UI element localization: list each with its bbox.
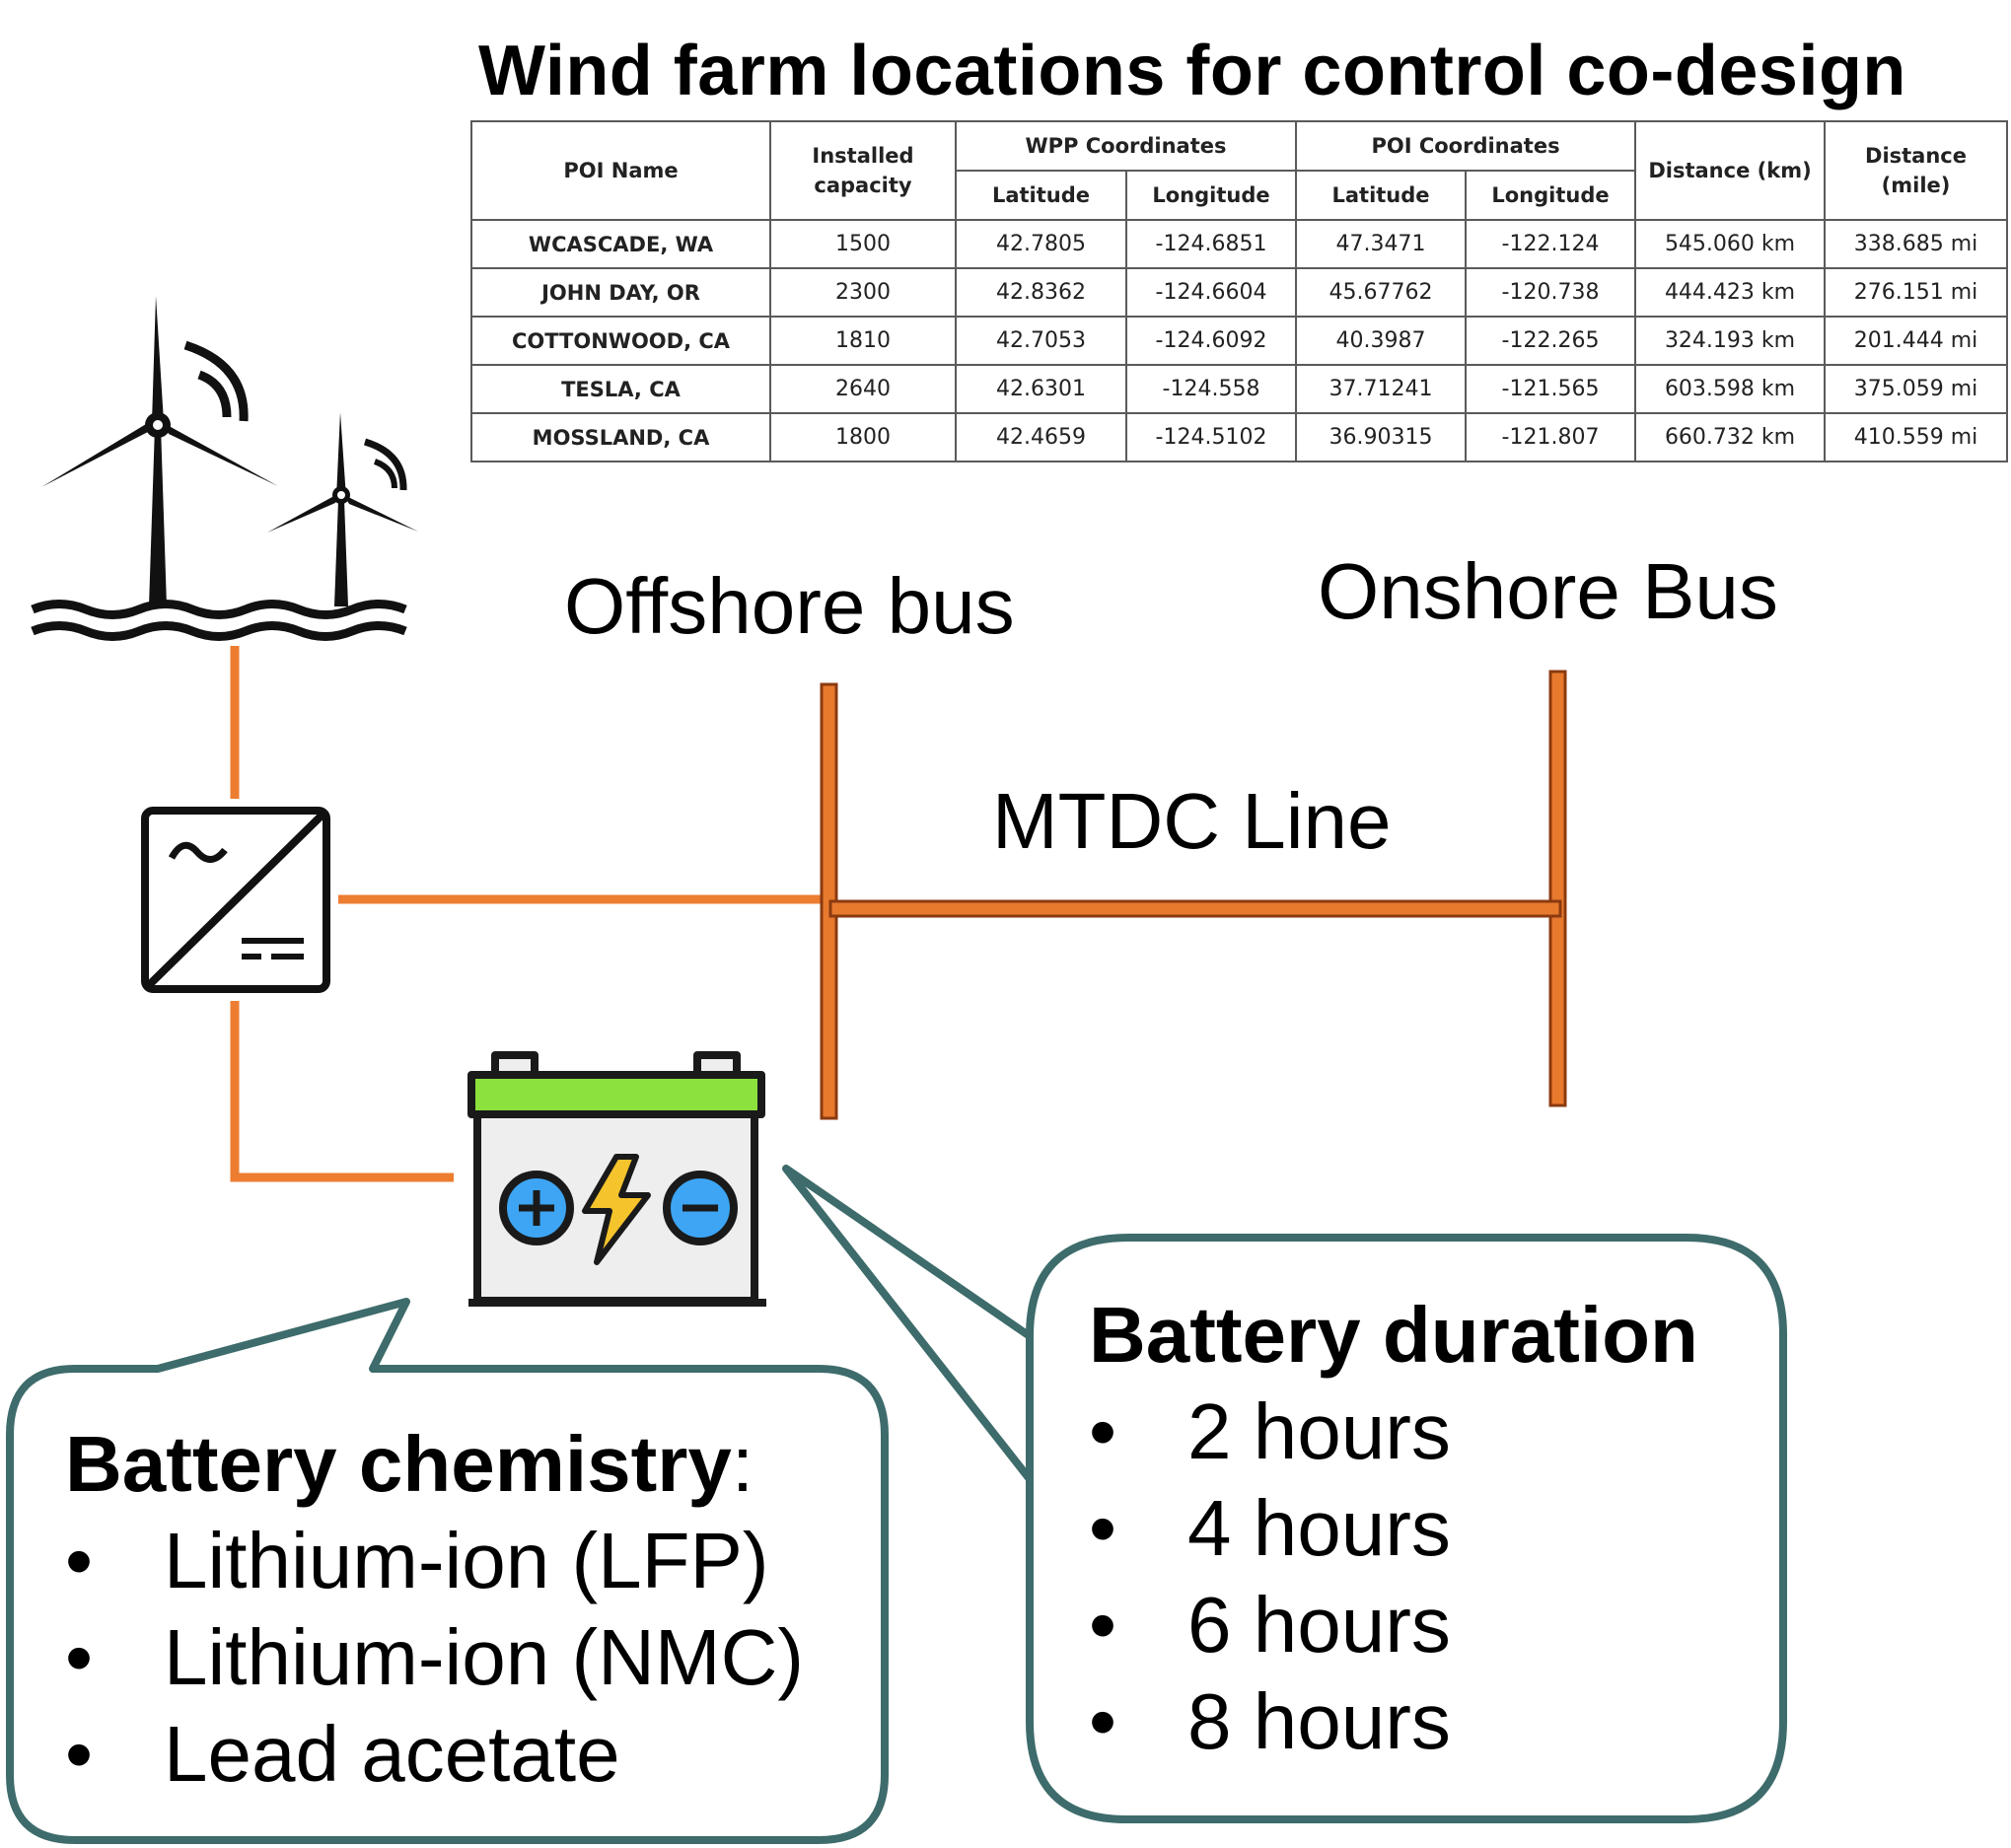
header-poi-name: POI Name bbox=[470, 120, 771, 221]
table-row: TESLA, CA 2640 42.6301 -124.558 37.71241… bbox=[470, 364, 2009, 414]
cell-distance-mile: 338.685 mi bbox=[1824, 219, 2009, 269]
header-distance-km: Distance (km) bbox=[1634, 120, 1827, 221]
mtdc-line-label: MTDC Line bbox=[992, 777, 1392, 865]
list-item: 8 hours bbox=[1089, 1673, 1698, 1770]
cell-capacity: 2300 bbox=[769, 267, 957, 318]
cell-poi-name: WCASCADE, WA bbox=[470, 219, 771, 269]
cell-poi-latitude: 36.90315 bbox=[1295, 412, 1468, 462]
cell-distance-mile: 201.444 mi bbox=[1824, 316, 2009, 366]
cell-capacity: 1810 bbox=[769, 316, 957, 366]
chemistry-heading-colon: : bbox=[731, 1420, 754, 1508]
cell-wpp-latitude: 42.7053 bbox=[955, 316, 1127, 366]
cell-wpp-latitude: 42.4659 bbox=[955, 412, 1127, 462]
header-wpp-latitude: Latitude bbox=[955, 170, 1127, 221]
cell-distance-km: 324.193 km bbox=[1634, 316, 1827, 366]
cell-distance-km: 603.598 km bbox=[1634, 364, 1827, 414]
converter-to-battery-line bbox=[230, 1001, 454, 1182]
cell-wpp-longitude: -124.6851 bbox=[1124, 219, 1298, 269]
header-distance-mile: Distance (mile) bbox=[1824, 120, 2009, 221]
header-poi-latitude: Latitude bbox=[1295, 170, 1468, 221]
duration-heading: Battery duration bbox=[1089, 1291, 1698, 1379]
header-wpp-longitude: Longitude bbox=[1124, 170, 1298, 221]
cell-poi-name: COTTONWOOD, CA bbox=[470, 316, 771, 366]
cell-poi-longitude: -120.738 bbox=[1465, 267, 1637, 318]
cell-poi-longitude: -121.807 bbox=[1465, 412, 1637, 462]
header-installed-capacity-line1: Installed bbox=[812, 144, 914, 168]
cell-wpp-latitude: 42.8362 bbox=[955, 267, 1127, 318]
cell-poi-name: TESLA, CA bbox=[470, 364, 771, 414]
cell-wpp-longitude: -124.5102 bbox=[1124, 412, 1298, 462]
list-item: Lead acetate bbox=[65, 1706, 804, 1803]
list-item: Lithium-ion (NMC) bbox=[65, 1609, 804, 1706]
ac-dc-converter-icon bbox=[141, 807, 330, 993]
header-distance-mile-line1: Distance bbox=[1865, 144, 1967, 168]
list-item: 6 hours bbox=[1089, 1577, 1698, 1673]
list-item: 2 hours bbox=[1089, 1384, 1698, 1480]
duration-callout: Battery duration 2 hours 4 hours 6 hours… bbox=[1089, 1287, 1698, 1770]
list-item: 4 hours bbox=[1089, 1480, 1698, 1577]
cell-capacity: 1500 bbox=[769, 219, 957, 269]
cell-distance-mile: 276.151 mi bbox=[1824, 267, 2009, 318]
onshore-bus-bar bbox=[1548, 670, 1567, 1107]
header-distance-mile-line2: (mile) bbox=[1881, 174, 1951, 197]
cell-capacity: 1800 bbox=[769, 412, 957, 462]
cell-poi-longitude: -122.124 bbox=[1465, 219, 1637, 269]
table-row: WCASCADE, WA 1500 42.7805 -124.6851 47.3… bbox=[470, 219, 2009, 269]
cell-poi-latitude: 40.3987 bbox=[1295, 316, 1468, 366]
cell-poi-latitude: 37.71241 bbox=[1295, 364, 1468, 414]
cell-distance-km: 660.732 km bbox=[1634, 412, 1827, 462]
connection-lines bbox=[230, 646, 821, 1182]
offshore-wind-turbines-icon bbox=[31, 296, 418, 641]
cell-distance-km: 444.423 km bbox=[1634, 267, 1827, 318]
cell-poi-latitude: 47.3471 bbox=[1295, 219, 1468, 269]
table-row: MOSSLAND, CA 1800 42.4659 -124.5102 36.9… bbox=[470, 412, 2009, 462]
cell-wpp-longitude: -124.558 bbox=[1124, 364, 1298, 414]
battery-icon bbox=[467, 1051, 766, 1307]
chemistry-list: Lithium-ion (LFP) Lithium-ion (NMC) Lead… bbox=[65, 1513, 804, 1803]
page-title: Wind farm locations for control co-desig… bbox=[478, 32, 1906, 110]
duration-list: 2 hours 4 hours 6 hours 8 hours bbox=[1089, 1384, 1698, 1770]
cell-poi-name: MOSSLAND, CA bbox=[470, 412, 771, 462]
chemistry-heading-line: Battery chemistry: bbox=[65, 1416, 804, 1513]
cell-poi-latitude: 45.67762 bbox=[1295, 267, 1468, 318]
header-wpp-coordinates: WPP Coordinates bbox=[954, 120, 1298, 172]
table-header-row: POI Name Installed capacity WPP Coordina… bbox=[470, 120, 2009, 221]
cell-wpp-longitude: -124.6092 bbox=[1124, 316, 1298, 366]
chemistry-callout: Battery chemistry: Lithium-ion (LFP) Lit… bbox=[65, 1416, 804, 1803]
table-subheader-row: Latitude Longitude Latitude Longitude bbox=[471, 170, 2007, 221]
cell-distance-mile: 375.059 mi bbox=[1824, 364, 2009, 414]
header-installed-capacity-line2: capacity bbox=[814, 174, 912, 197]
mtdc-line-bar bbox=[828, 899, 1562, 918]
cell-distance-km: 545.060 km bbox=[1634, 219, 1827, 269]
cell-poi-longitude: -121.565 bbox=[1465, 364, 1637, 414]
header-installed-capacity: Installed capacity bbox=[769, 120, 957, 221]
table-row: COTTONWOOD, CA 1810 42.7053 -124.6092 40… bbox=[470, 316, 2009, 366]
header-poi-coordinates: POI Coordinates bbox=[1295, 120, 1637, 172]
cell-capacity: 2640 bbox=[769, 364, 957, 414]
cell-wpp-latitude: 42.7805 bbox=[955, 219, 1127, 269]
list-item: Lithium-ion (LFP) bbox=[65, 1513, 804, 1609]
cell-poi-longitude: -122.265 bbox=[1465, 316, 1637, 366]
wind-farm-locations-table: POI Name Installed capacity WPP Coordina… bbox=[470, 120, 2009, 462]
cell-distance-mile: 410.559 mi bbox=[1824, 412, 2009, 462]
header-poi-longitude: Longitude bbox=[1465, 170, 1637, 221]
chemistry-heading: Battery chemistry bbox=[65, 1420, 732, 1508]
offshore-bus-label: Offshore bus bbox=[564, 562, 1015, 650]
cell-poi-name: JOHN DAY, OR bbox=[470, 267, 771, 318]
cell-wpp-longitude: -124.6604 bbox=[1124, 267, 1298, 318]
onshore-bus-label: Onshore Bus bbox=[1318, 547, 1778, 635]
table-row: JOHN DAY, OR 2300 42.8362 -124.6604 45.6… bbox=[470, 267, 2009, 318]
cell-wpp-latitude: 42.6301 bbox=[955, 364, 1127, 414]
